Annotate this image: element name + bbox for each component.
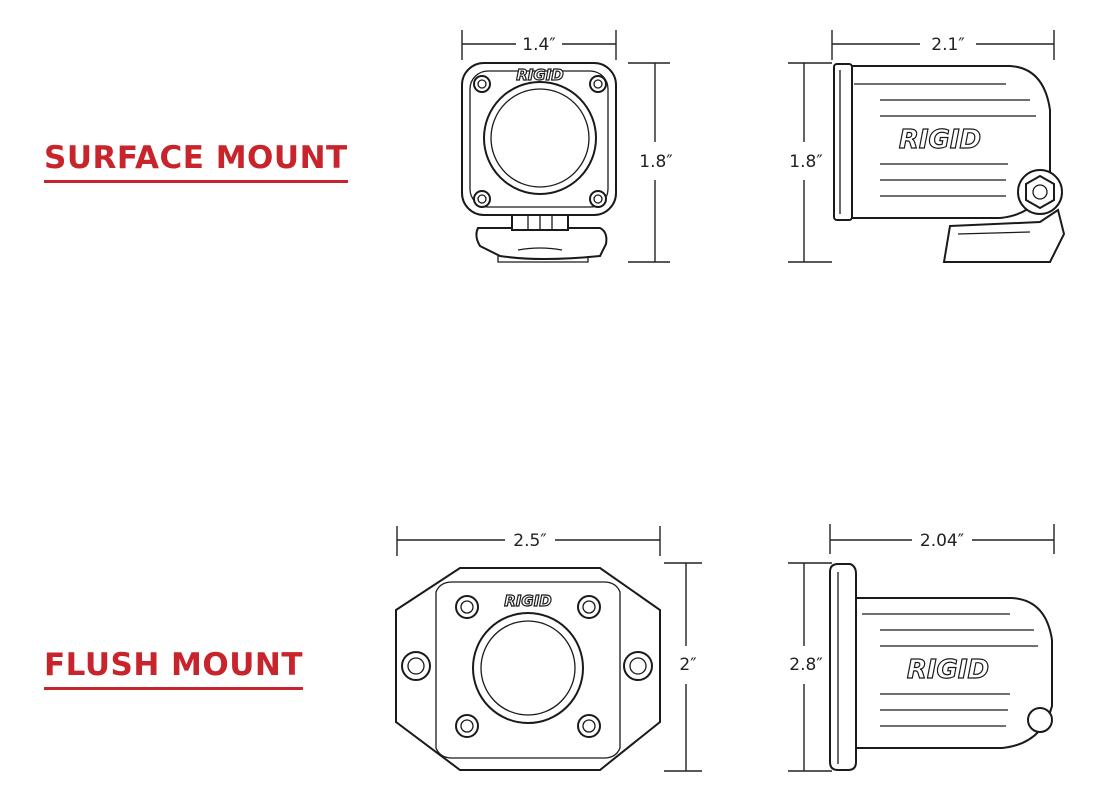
surface-front-height-dimension: 1.8″ [628,62,673,263]
flush-side-view: RIGID [829,563,1053,771]
flush-side-height-dimension: 2.8″ [788,562,832,772]
flush-side-height-label: 2.8″ [789,655,822,675]
surface-front-width-label: 1.4″ [522,35,555,55]
surface-side-view: RIGID [833,63,1066,263]
flush-side-depth-dimension: 2.04″ [829,524,1055,554]
surface-front-height-label: 1.8″ [639,152,672,172]
surface-mount-title: SURFACE MOUNT [44,140,348,183]
flush-front-width-label: 2.5″ [513,531,546,551]
flush-front-height-label: 2″ [679,655,696,675]
surface-side-height-label: 1.8″ [789,152,822,172]
rigid-logo: RIGID [899,125,981,155]
flush-front-width-dimension: 2.5″ [396,526,661,556]
surface-side-depth-dimension: 2.1″ [831,30,1055,60]
surface-front-view: RIGID [461,62,617,263]
rigid-logo: RIGID [907,655,989,685]
rigid-logo: RIGID [504,592,551,610]
surface-side-height-dimension: 1.8″ [788,62,832,263]
flush-side-depth-label: 2.04″ [920,531,964,551]
rigid-logo: RIGID [516,66,563,84]
surface-front-width-dimension: 1.4″ [461,30,617,60]
flush-front-height-dimension: 2″ [664,562,702,772]
flush-mount-title: FLUSH MOUNT [44,647,304,690]
surface-side-depth-label: 2.1″ [931,35,964,55]
flush-front-view: RIGID [395,567,661,771]
